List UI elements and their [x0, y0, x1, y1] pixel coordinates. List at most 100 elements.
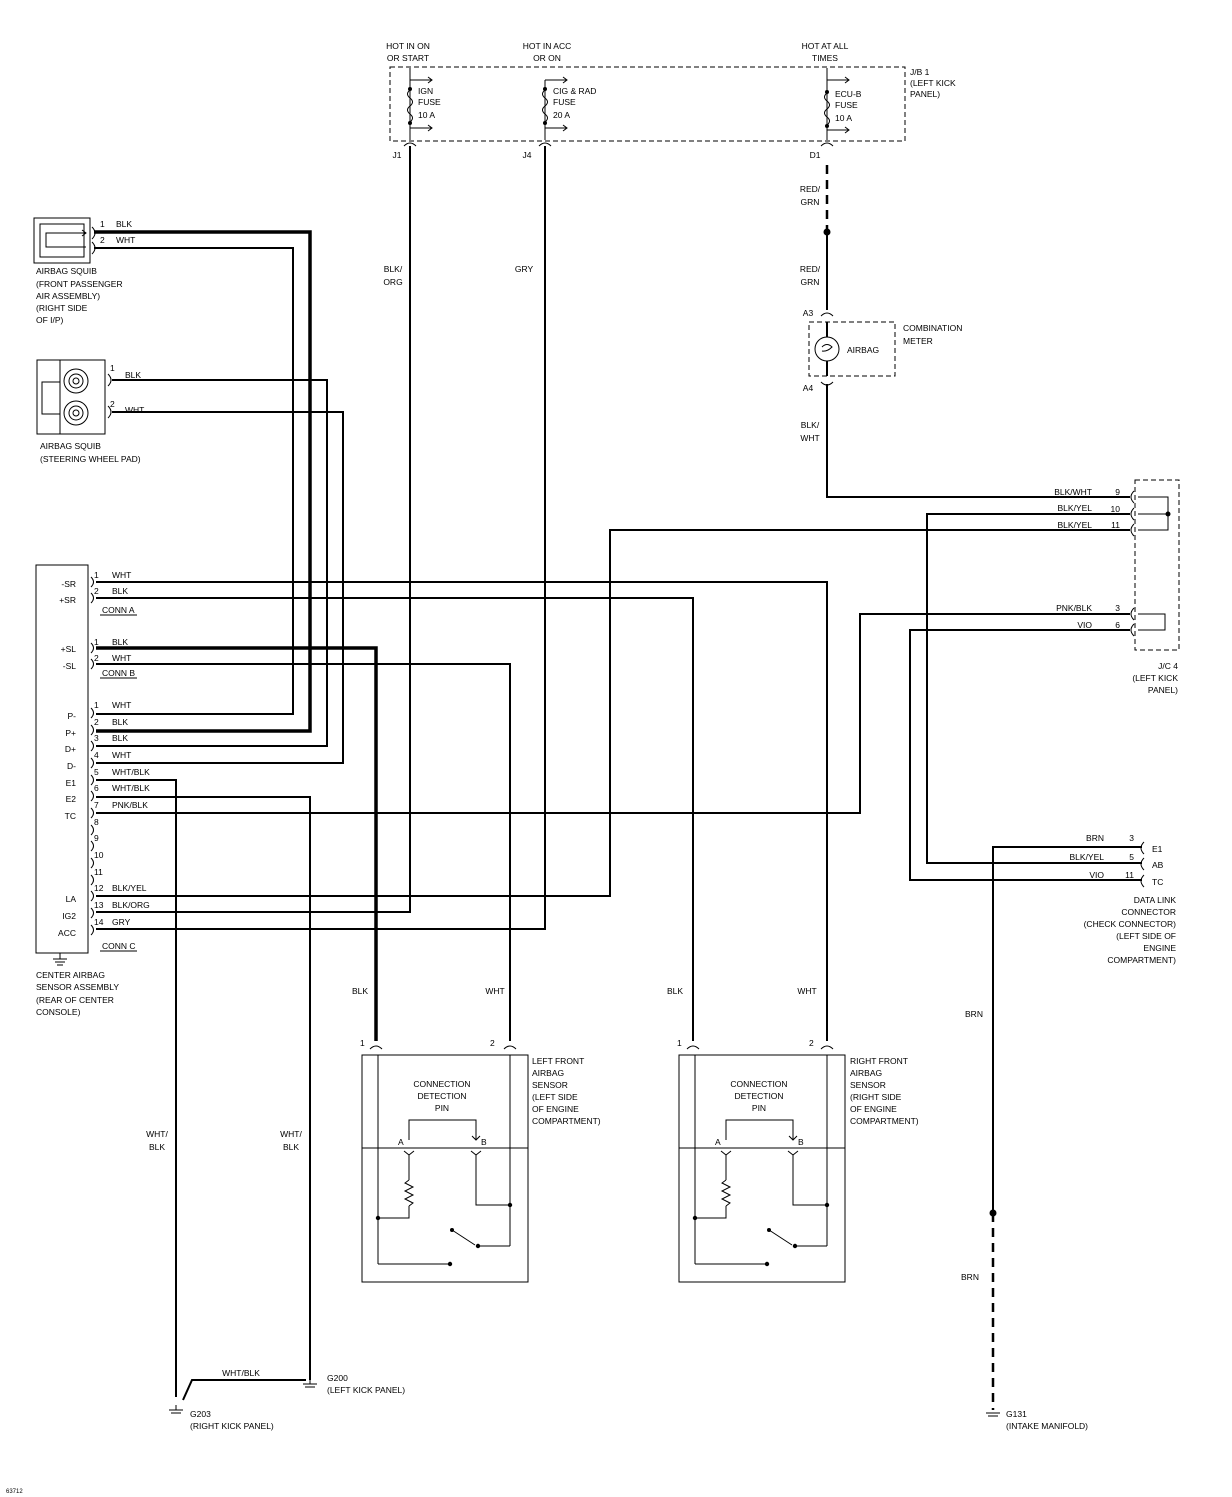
dlc-pin-11-color: VIO — [1089, 870, 1104, 880]
dlc-caption-4: (LEFT SIDE OF — [1116, 931, 1176, 941]
term-minus-sr: -SR — [61, 579, 76, 589]
conn-b-pin-2-color: WHT — [112, 653, 131, 663]
lf-pin-2: 2 — [490, 1038, 495, 1048]
jc4-wires — [96, 513, 1142, 897]
drv-squib-pin-2-color: WHT — [125, 405, 144, 415]
conn-a-pins: 1 WHT 2 BLK — [94, 570, 131, 596]
jb1-label-2: (LEFT KICK — [910, 78, 956, 88]
pass-squib-caption-4: (RIGHT SIDE — [36, 303, 88, 313]
conn-c-pin-1: 1 — [94, 700, 99, 710]
dlc-pin-11: 11 — [1125, 870, 1134, 880]
pass-squib-pin-2-color: WHT — [116, 235, 135, 245]
drv-squib-caption-2: (STEERING WHEEL PAD) — [40, 454, 141, 464]
data-link-connector: 3 BRN E1 5 BLK/YEL AB 11 VIO TC DATA LIN… — [1070, 833, 1177, 965]
lf-caption-6: COMPARTMENT) — [532, 1116, 601, 1126]
conn-a-pin-1: 1 — [94, 570, 99, 580]
conn-c-pin-6-color: WHT/BLK — [112, 783, 150, 793]
dlc-term-e1: E1 — [1152, 844, 1163, 854]
rf-caption-5: OF ENGINE — [850, 1104, 897, 1114]
connector-hook — [90, 824, 94, 836]
rf-inner-3: PIN — [752, 1103, 766, 1113]
conn-c-pin-12-color: BLK/YEL — [112, 883, 147, 893]
connector-hook — [90, 592, 94, 604]
cig-fuse-word: FUSE — [553, 97, 576, 107]
hot-acc-label-2: OR ON — [533, 53, 561, 63]
wire-label-red-grn-1a: RED/ — [800, 184, 821, 194]
dlc-term-tc: TC — [1152, 877, 1163, 887]
g203-location: (RIGHT KICK PANEL) — [190, 1421, 274, 1431]
lf-caption-1: LEFT FRONT — [532, 1056, 584, 1066]
lf-caption-4: (LEFT SIDE — [532, 1092, 578, 1102]
lf-pin-a: A — [398, 1137, 404, 1147]
connector-hook — [90, 707, 94, 719]
conn-a-pin-1-color: WHT — [112, 570, 131, 580]
connector-hook — [90, 724, 94, 736]
pass-squib-pin-2: 2 — [100, 235, 105, 245]
hot-all-label-2: TIMES — [812, 53, 838, 63]
term-e2: E2 — [66, 794, 77, 804]
airbag-lamp-label: AIRBAG — [847, 345, 879, 355]
wire-label-rf-wht: WHT — [797, 986, 816, 996]
connector-hook — [90, 576, 94, 588]
feed-wires: BLK/ ORG GRY RED/ GRN RED/ GRN — [96, 146, 831, 930]
wire-label-rf-blk: BLK — [667, 986, 683, 996]
dlc-caption-5: ENGINE — [1143, 943, 1176, 953]
ign-fuse-rating: 10 A — [418, 110, 435, 120]
pass-squib-caption-1: AIRBAG SQUIB — [36, 266, 97, 276]
term-plus-sl: +SL — [61, 644, 77, 654]
wire-label-red-grn-1b: GRN — [801, 197, 820, 207]
ground-wires: WHT/ BLK WHT/ BLK WHT/BLK — [96, 779, 311, 1401]
term-acc: ACC — [58, 928, 76, 938]
connector-hook — [90, 840, 94, 852]
wire-label-wht-blk-right-2: BLK — [283, 1142, 299, 1152]
conn-c-pin-5: 5 — [94, 767, 99, 777]
conn-c-pin-3: 3 — [94, 733, 99, 743]
conn-c-pin-2: 2 — [94, 717, 99, 727]
lf-inner-3: PIN — [435, 1103, 449, 1113]
conn-c-pin-1-color: WHT — [112, 700, 131, 710]
dlc-term-ab: AB — [1152, 860, 1164, 870]
term-minus-sl: -SL — [63, 661, 77, 671]
conn-c-pin-6: 6 — [94, 783, 99, 793]
conn-a-pin-2: 2 — [94, 586, 99, 596]
term-tc: TC — [65, 811, 76, 821]
lf-caption-3: SENSOR — [532, 1080, 568, 1090]
ecu-b-fuse: ECU-B FUSE 10 A — [824, 68, 862, 140]
conn-c-pin-9: 9 — [94, 833, 99, 843]
conn-c-pin-4-color: WHT — [112, 750, 131, 760]
figure-id: 63712 — [6, 1489, 23, 1495]
connector-hook — [90, 924, 94, 936]
drv-squib-pin-2: 2 — [110, 399, 115, 409]
conn-a-label: CONN A — [102, 605, 135, 615]
connector-hook — [90, 857, 94, 869]
lf-caption-5: OF ENGINE — [532, 1104, 579, 1114]
conn-c-pin-10: 10 — [94, 850, 104, 860]
wire-label-red-grn-2b: GRN — [801, 277, 820, 287]
conn-c-pin-3-color: BLK — [112, 733, 128, 743]
center-sensor-caption-3: (REAR OF CENTER — [36, 995, 114, 1005]
term-e1: E1 — [66, 778, 77, 788]
g131-label: G131 — [1006, 1409, 1027, 1419]
jc4-pin-3: 3 — [1115, 603, 1120, 613]
term-d-minus: D- — [67, 761, 76, 771]
g200-location: (LEFT KICK PANEL) — [327, 1385, 405, 1395]
jc4-pin-11: 11 — [1111, 520, 1120, 530]
dlc-pin-3-color: BRN — [1086, 833, 1104, 843]
conn-c-pin-12: 12 — [94, 883, 104, 893]
wire-label-lf-wht: WHT — [485, 986, 504, 996]
ign-fuse-word: FUSE — [418, 97, 441, 107]
conn-c-pin-8: 8 — [94, 817, 99, 827]
front-sensor-wires: BLK WHT BLK WHT — [96, 581, 828, 1041]
g131-wire: BRN BRN — [961, 846, 1142, 1410]
hot-acc-label-1: HOT IN ACC — [523, 41, 572, 51]
wire-label-gry: GRY — [515, 264, 534, 274]
lf-inner-2: DETECTION — [417, 1091, 466, 1101]
term-j4: J4 — [523, 150, 532, 160]
connector-hook — [90, 774, 94, 786]
lf-pin-1: 1 — [360, 1038, 365, 1048]
drv-squib-caption-1: AIRBAG SQUIB — [40, 441, 101, 451]
jc4-pin-6-color: VIO — [1077, 620, 1092, 630]
conn-b-pin-2: 2 — [94, 653, 99, 663]
